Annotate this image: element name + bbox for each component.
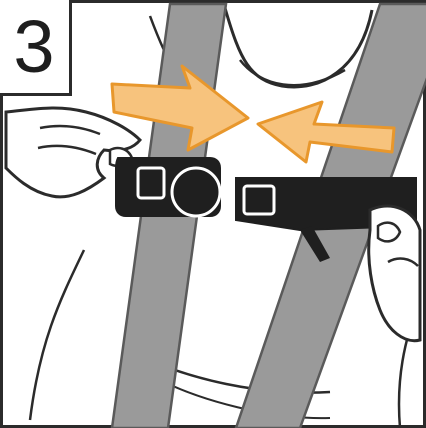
right-thumbnail bbox=[378, 223, 400, 242]
step-number: 3 bbox=[0, 6, 68, 88]
step-badge: 3 bbox=[0, 0, 72, 96]
chest-clip-button bbox=[172, 168, 220, 216]
